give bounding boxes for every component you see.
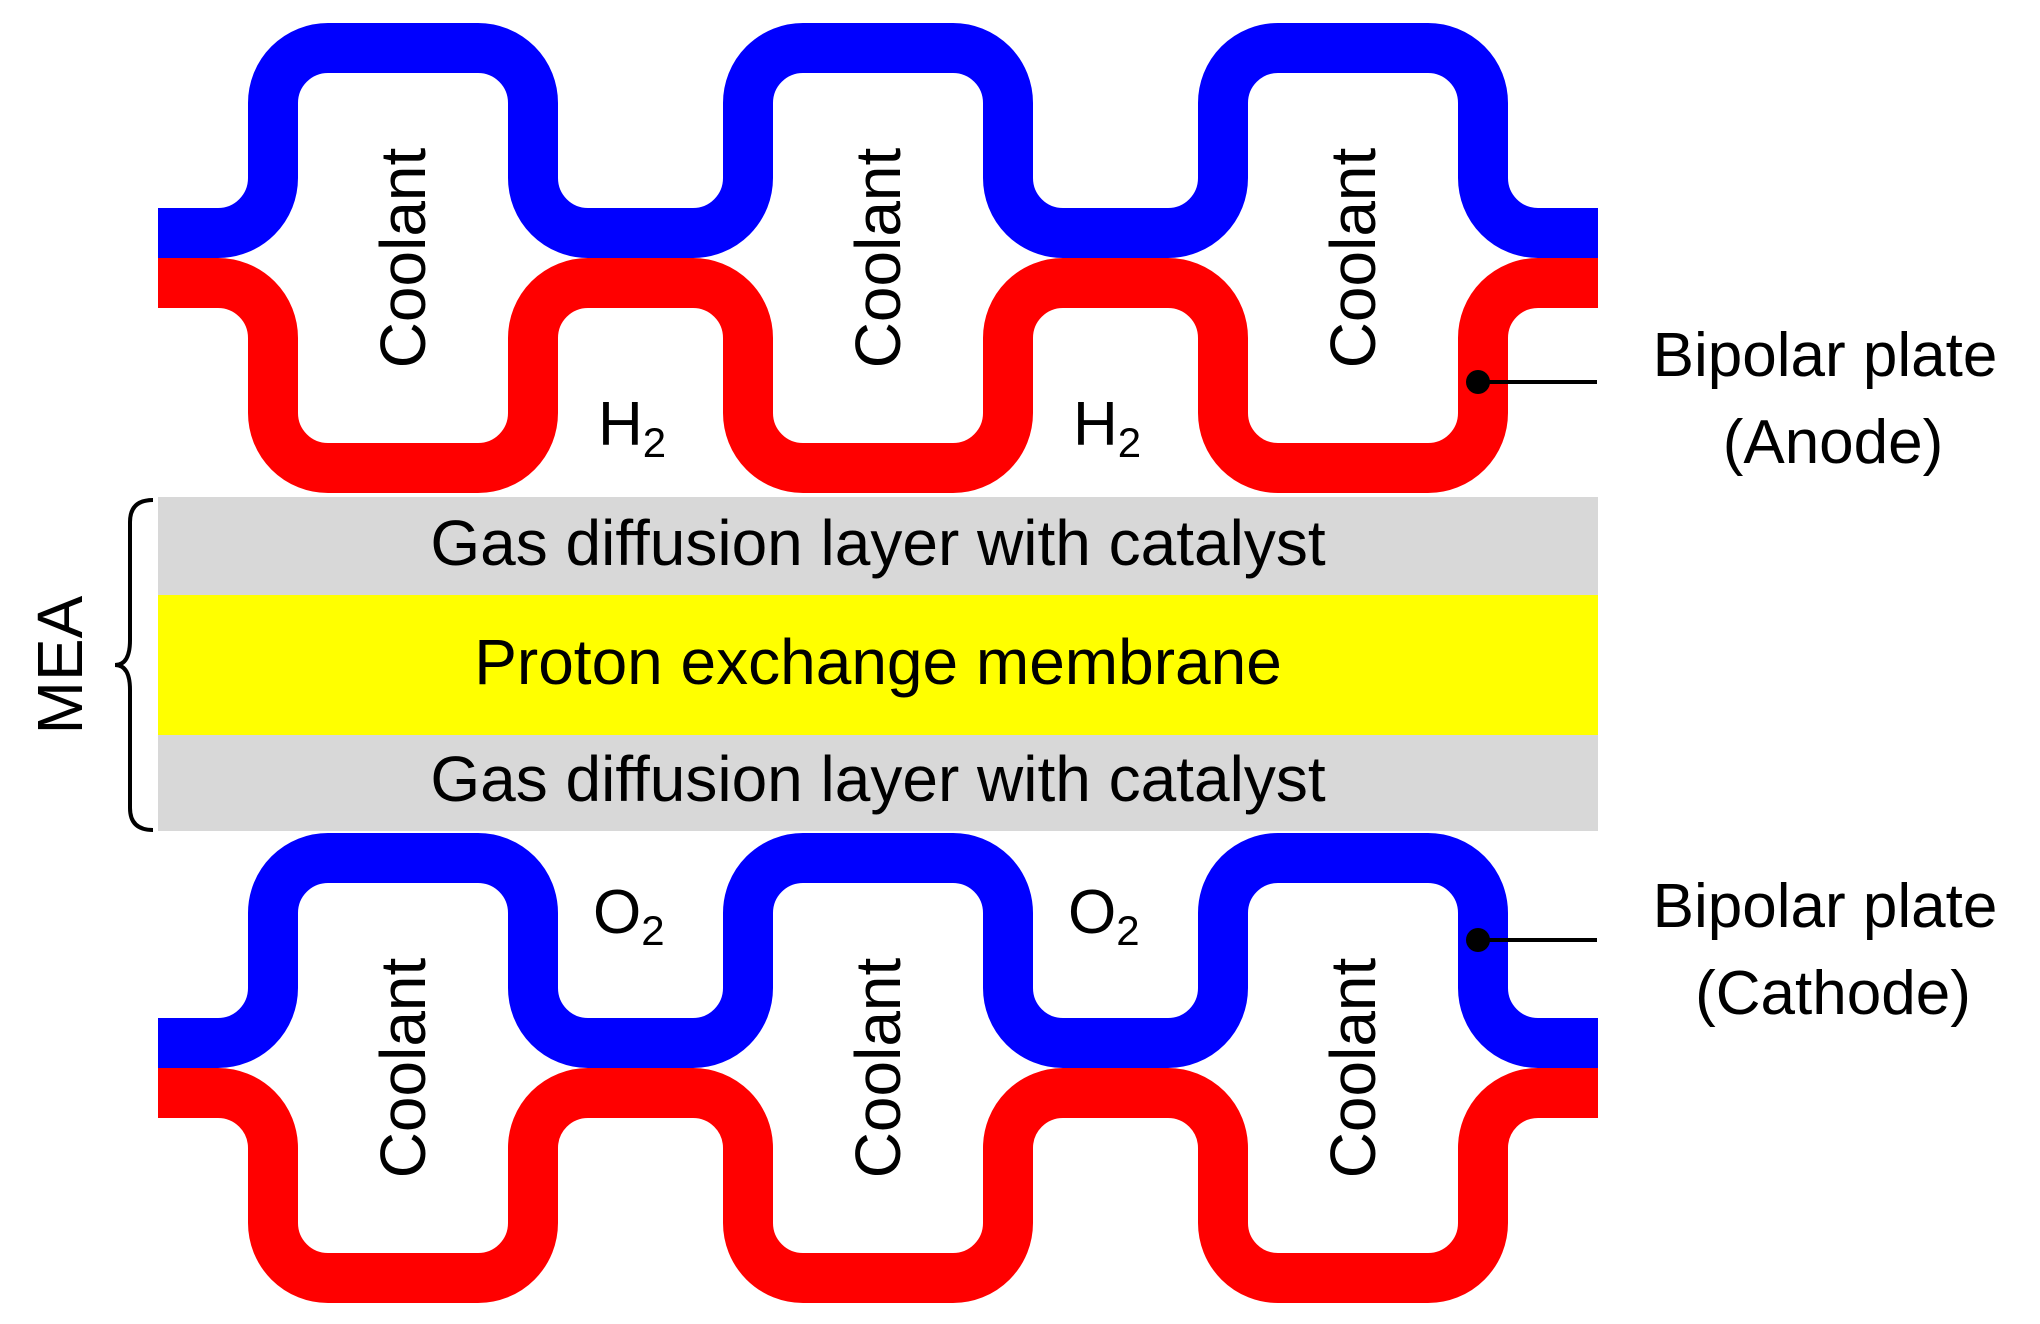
cathode-coolant-label-3: Coolant [1317,957,1389,1178]
anode-callout-title: Bipolar plate [1653,321,1998,390]
cathode-callout-title: Bipolar plate [1653,872,1998,941]
cathode-callout-dot [1466,928,1490,952]
anode-callout-dot [1466,370,1490,394]
cathode-coolant-label-1: Coolant [367,957,439,1178]
proton-exchange-membrane [158,595,1598,735]
cathode-gas-diffusion-layer [158,735,1598,831]
anode-bipolar-plate: Coolant Coolant Coolant H2 H2 Bipolar pl… [158,23,1997,493]
cathode-callout-subtitle: (Cathode) [1695,959,1971,1028]
anode-coolant-label-2: Coolant [842,147,914,368]
membrane-label: Proton exchange membrane [474,626,1282,698]
anode-coolant-label-1: Coolant [367,147,439,368]
anode-red-plate [158,258,1598,493]
cathode-blue-plate [158,833,1598,1068]
mea-stack: Gas diffusion layer with catalyst Proton… [24,497,1598,832]
anode-gdl-label: Gas diffusion layer with catalyst [430,507,1325,579]
anode-gas-label-1: H2 [598,390,666,466]
anode-callout-subtitle: (Anode) [1723,408,1944,477]
cathode-coolant-label-2: Coolant [842,957,914,1178]
cathode-callout: Bipolar plate (Cathode) [1466,872,1997,1028]
anode-callout: Bipolar plate (Anode) [1466,321,1997,477]
cathode-gas-label-1: O2 [593,878,665,954]
cathode-gas-label-2: O2 [1068,878,1140,954]
anode-blue-plate [158,23,1598,258]
cathode-gdl-label: Gas diffusion layer with catalyst [430,743,1325,815]
mea-brace [114,498,154,832]
anode-gas-label-2: H2 [1073,390,1141,466]
anode-gas-diffusion-layer [158,497,1598,595]
cathode-bipolar-plate: Coolant Coolant Coolant O2 O2 Bipolar pl… [158,833,1997,1303]
cathode-red-plate [158,1068,1598,1303]
anode-coolant-label-3: Coolant [1317,147,1389,368]
mea-label: MEA [24,595,96,734]
